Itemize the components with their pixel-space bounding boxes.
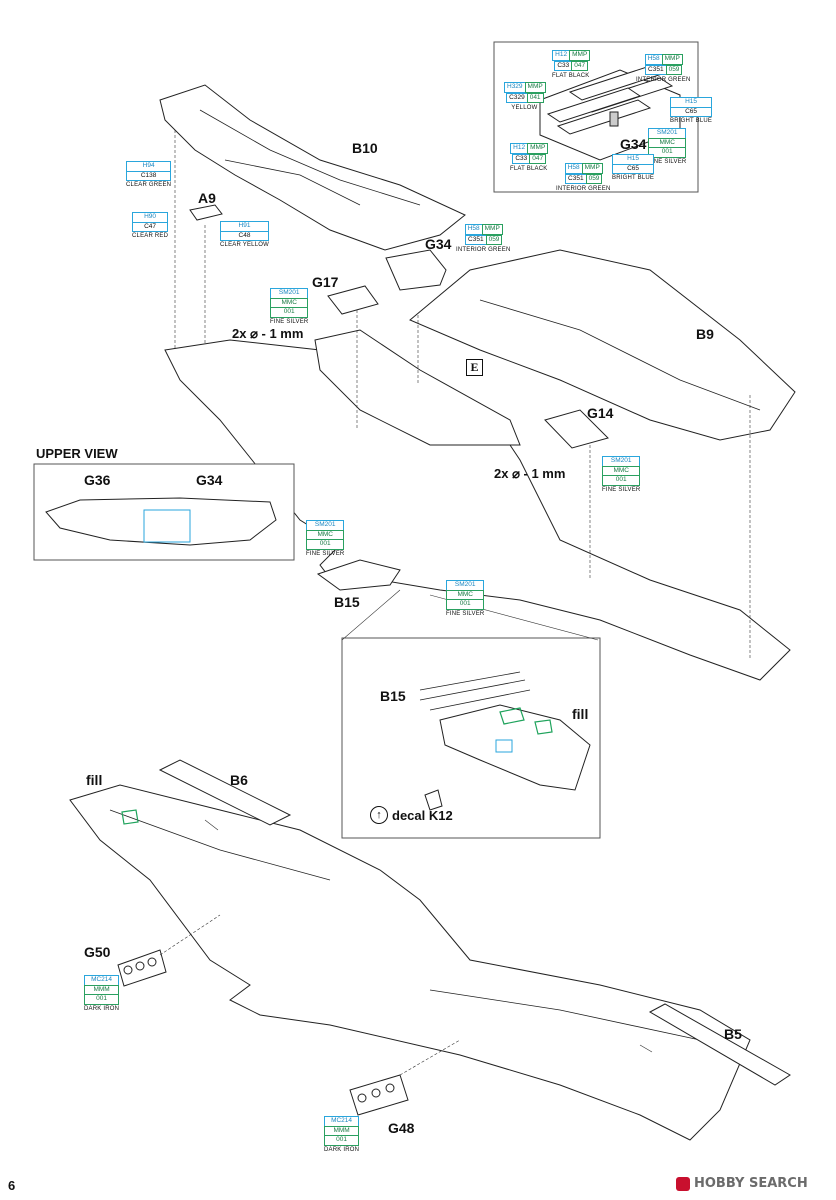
part-b6 — [158, 759, 292, 826]
inset-label-g34: G34 — [620, 136, 647, 152]
label-g17: G17 — [312, 274, 339, 290]
decal-label: decal K12 — [392, 807, 453, 823]
upper-view-title: UPPER VIEW — [36, 446, 118, 461]
page-number: 6 — [8, 1178, 16, 1193]
label-b10: B10 — [352, 140, 378, 156]
part-a9 — [189, 204, 223, 221]
label-g48: G48 — [388, 1120, 415, 1136]
upper-view-g34: G34 — [196, 472, 223, 488]
decal-note: ↑ decal K12 — [370, 806, 453, 824]
label-b6: B6 — [230, 772, 248, 788]
wing-b10 — [159, 84, 466, 251]
gun-bay-illustration — [539, 65, 681, 161]
label-g14: G14 — [587, 405, 614, 421]
detail-b15: B15 — [380, 688, 406, 704]
drill-note-right: 2x ⌀ - 1 mm — [494, 466, 566, 481]
label-b5: B5 — [724, 1026, 742, 1042]
part-g14 — [544, 409, 609, 449]
label-g50: G50 — [84, 944, 111, 960]
part-g48 — [349, 1074, 409, 1116]
part-g50 — [117, 949, 167, 987]
lower-wing-bottom — [69, 784, 751, 1141]
arrow-up-icon: ↑ — [370, 806, 388, 824]
wing-b9 — [409, 249, 796, 441]
upper-view-g36: G36 — [84, 472, 111, 488]
watermark: HOBBY SEARCH — [676, 1176, 808, 1191]
label-b9: B9 — [696, 326, 714, 342]
label-b15: B15 — [334, 594, 360, 610]
fill-label-lower: fill — [86, 772, 103, 788]
drill-note-left: 2x ⌀ - 1 mm — [232, 326, 304, 341]
part-b5 — [648, 1003, 791, 1086]
part-g34-center — [385, 249, 447, 291]
cockpit-frame — [314, 329, 521, 446]
label-g34-center: G34 — [425, 236, 452, 252]
detail-fill: fill — [572, 706, 589, 722]
label-a9: A9 — [198, 190, 216, 206]
watermark-text: HOBBY SEARCH — [694, 1176, 808, 1191]
part-g17 — [327, 285, 379, 315]
hobby-search-logo-icon — [676, 1176, 690, 1191]
e-marker: E — [466, 359, 483, 376]
